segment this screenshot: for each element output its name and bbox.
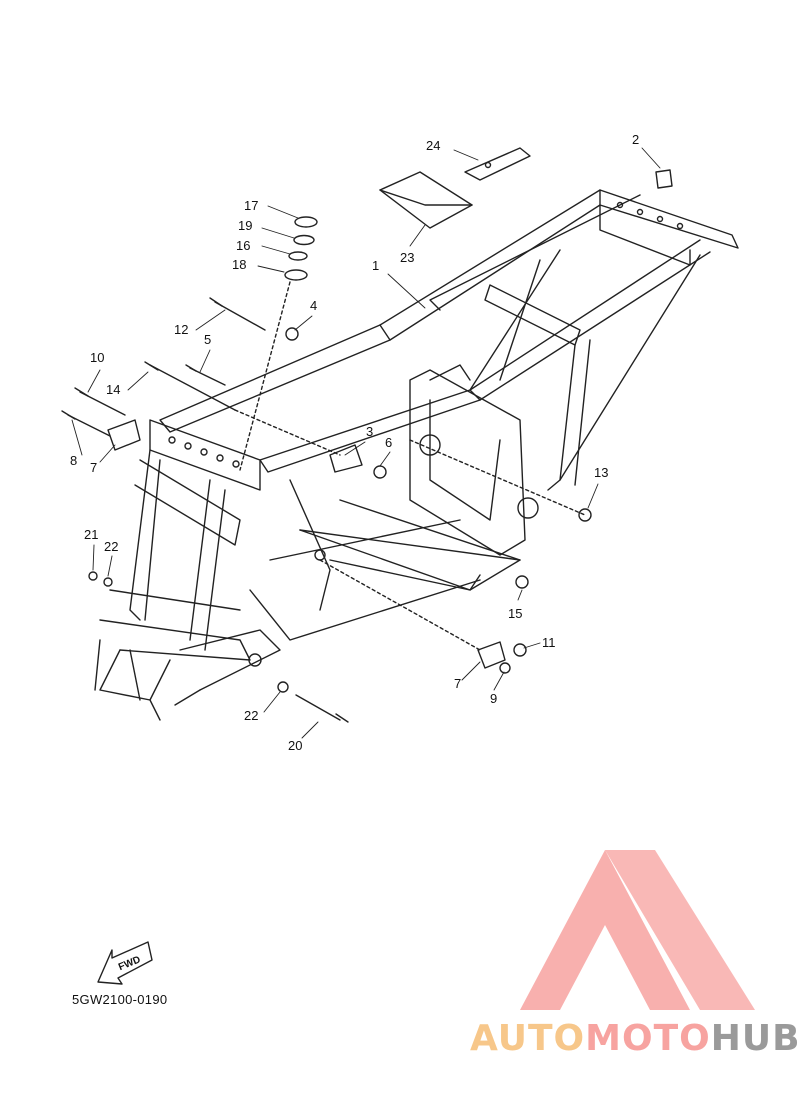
bolts <box>61 297 586 723</box>
callout-11: 11 <box>542 635 556 650</box>
callout-15: 15 <box>508 606 522 621</box>
callout-labels: 1 2 3 4 5 6 7 7 8 9 10 11 12 13 14 15 16… <box>70 132 639 973</box>
callout-17: 17 <box>244 198 258 213</box>
diagram-part-code: 5GW2100-0190 <box>72 992 168 1007</box>
plates-and-nuts <box>88 327 592 693</box>
part-24-bracket <box>464 147 531 181</box>
callout-7-left: 7 <box>90 460 97 475</box>
callout-16: 16 <box>236 238 250 253</box>
watermark-word-moto: MOTO <box>585 1018 711 1059</box>
callout-3: 3 <box>366 424 373 439</box>
frame-main <box>94 189 739 721</box>
watermark-wordmark: AUTOMOTOHUB <box>470 1018 800 1059</box>
callout-1: 1 <box>372 258 379 273</box>
watermark-word-hub: HUB <box>710 1018 800 1059</box>
callout-14: 14 <box>106 382 120 397</box>
part-2-clip <box>655 169 673 189</box>
fwd-arrow-icon <box>97 941 153 985</box>
callout-12: 12 <box>174 322 188 337</box>
callout-20: 20 <box>288 738 302 753</box>
leader-lines <box>71 147 661 739</box>
callout-18: 18 <box>232 257 246 272</box>
callout-24: 24 <box>426 138 440 153</box>
callout-8: 8 <box>70 453 77 468</box>
callout-6: 6 <box>385 435 392 450</box>
callout-5: 5 <box>204 332 211 347</box>
callout-9: 9 <box>490 691 497 706</box>
callout-13: 13 <box>594 465 608 480</box>
callout-22-upper: 22 <box>104 539 118 554</box>
callout-21: 21 <box>84 527 98 542</box>
callout-22-lower: 22 <box>244 708 258 723</box>
fwd-label: FWD <box>117 954 142 973</box>
part-23-pouch <box>379 171 473 229</box>
callout-23: 23 <box>400 250 414 265</box>
callout-10: 10 <box>90 350 104 365</box>
stack-16-19-17-18 <box>239 216 318 471</box>
callout-4: 4 <box>310 298 317 313</box>
callout-7-right: 7 <box>454 676 461 691</box>
callout-19: 19 <box>238 218 252 233</box>
watermark-word-auto: AUTO <box>470 1018 586 1059</box>
watermark-logo-icon <box>520 850 755 1010</box>
callout-2: 2 <box>632 132 639 147</box>
